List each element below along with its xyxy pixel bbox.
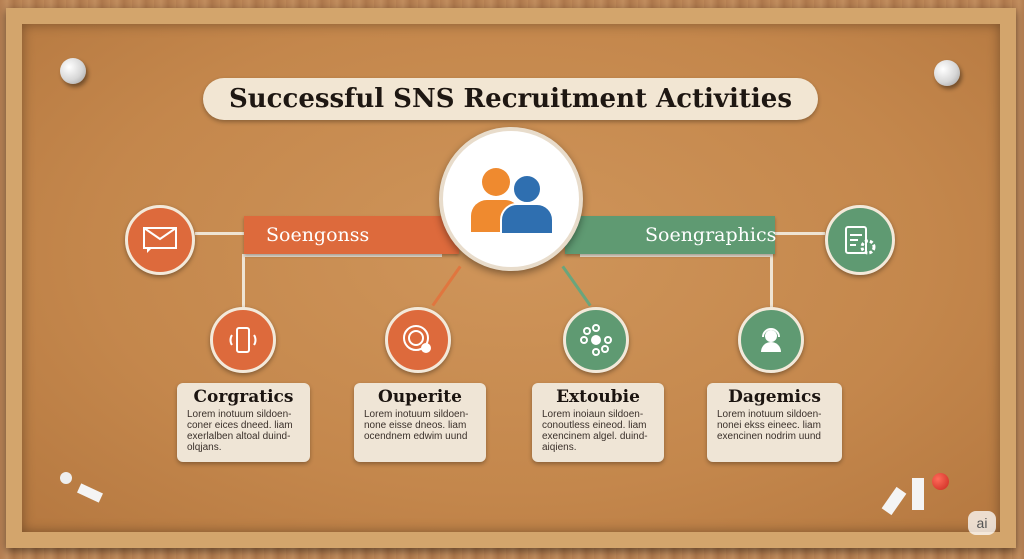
people-icon-circle bbox=[439, 127, 583, 271]
mobile-icon bbox=[229, 327, 257, 353]
connector bbox=[580, 254, 773, 257]
network-icon bbox=[580, 324, 612, 356]
mobile-icon-circle bbox=[210, 307, 276, 373]
card-text: Lorem inotuum sildoen-nonei ekss eineec.… bbox=[717, 409, 822, 442]
network-icon-circle bbox=[563, 307, 629, 373]
target-gear-icon bbox=[403, 325, 431, 353]
target-gear-icon-circle bbox=[385, 307, 451, 373]
right-category-bar: Soengraphics bbox=[565, 216, 777, 254]
chalk-piece bbox=[60, 472, 72, 484]
people-icon bbox=[471, 168, 554, 234]
pushpin-top-right bbox=[934, 60, 960, 86]
connector bbox=[770, 254, 773, 308]
card-title: Ouperite bbox=[378, 387, 462, 407]
card-text: Lorem inotuum sildoen-coner eices dneed.… bbox=[187, 409, 293, 453]
card-title: Extoubie bbox=[556, 387, 640, 407]
connector bbox=[195, 232, 245, 235]
pushpin-top-left bbox=[60, 58, 86, 84]
connector bbox=[242, 254, 245, 308]
connector bbox=[242, 254, 442, 257]
envelope-icon-circle bbox=[125, 205, 195, 275]
envelope-icon bbox=[143, 227, 177, 253]
left-bar-label: Soengonss bbox=[266, 224, 370, 246]
left-category-bar: Soengonss bbox=[244, 216, 459, 254]
clipboard-gear-icon-circle bbox=[825, 205, 895, 275]
page-title: Successful SNS Recruitment Activities bbox=[203, 78, 818, 120]
right-bar-label: Soengraphics bbox=[645, 224, 777, 246]
headset-user-icon-circle bbox=[738, 307, 804, 373]
chalk-piece bbox=[912, 478, 924, 510]
ai-badge: ai bbox=[968, 511, 996, 535]
headset-user-icon bbox=[761, 328, 781, 352]
card-text: Lorem inotuum sildoen-none eisse dneos. … bbox=[364, 409, 469, 442]
card-text: Lorem inoiaun sildoen-conoutless eineod.… bbox=[542, 409, 648, 453]
clipboard-gear-icon bbox=[845, 226, 876, 255]
red-pushpin bbox=[932, 473, 949, 490]
connector bbox=[775, 232, 825, 235]
card-title: Dagemics bbox=[728, 387, 821, 407]
card-title: Corgratics bbox=[193, 387, 294, 407]
